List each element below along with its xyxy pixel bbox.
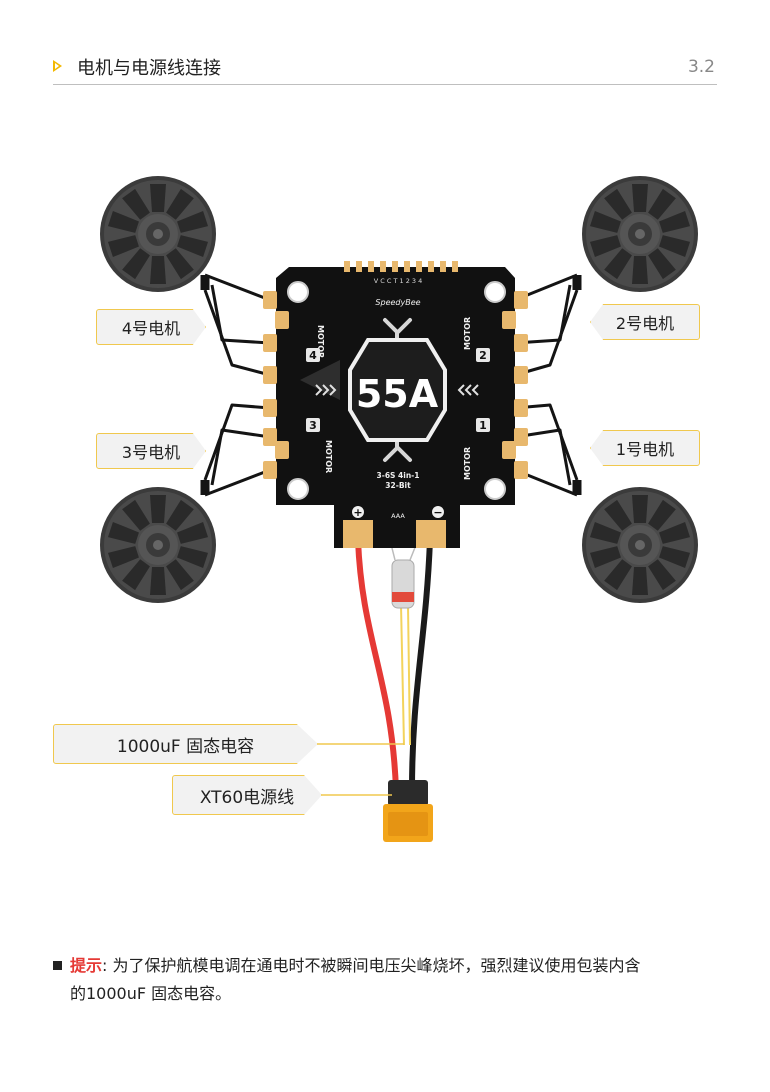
callout-capacitor: 1000uF 固态电容	[53, 724, 318, 764]
motor-1-image	[582, 487, 698, 603]
red-power-wire	[355, 539, 399, 791]
callout-motor-1: 1号电机	[590, 430, 700, 466]
tip-keyword: 提示	[70, 956, 103, 975]
brand-label: SpeedyBee	[375, 298, 420, 307]
spec-line1: 3-6S 4in-1	[376, 471, 419, 480]
esc-board: V C C T 1 2 3 4 55A SpeedyBee 3-6S 4in-1…	[263, 261, 528, 548]
section-number: 3.2	[687, 57, 715, 77]
square-bullet-icon	[53, 961, 62, 970]
plus-sign: +	[353, 506, 362, 519]
motor-3-image	[100, 487, 216, 603]
minus-sign: −	[433, 506, 442, 519]
spec-line2: 32-Bit	[385, 481, 411, 490]
rating-label: 55A	[356, 372, 439, 416]
motor-label-3: MOTOR	[324, 440, 333, 473]
motor-label-1: MOTOR	[463, 447, 472, 480]
tip-text-line1: : 为了保护航模电调在通电时不被瞬间电压尖峰烧坏，强烈建议使用包装内含	[102, 956, 641, 975]
callout-power-cable: XT60电源线	[172, 775, 322, 815]
callout-motor-4: 4号电机	[96, 309, 206, 345]
motor-number-2: 2	[479, 349, 487, 362]
tip-text-line2: 的1000uF 固态电容。	[70, 984, 232, 1003]
motor-label-2: MOTOR	[463, 317, 472, 350]
motor-number-3: 3	[309, 419, 317, 432]
wiring-diagram: V C C T 1 2 3 4 55A SpeedyBee 3-6S 4in-1…	[100, 176, 698, 842]
callout-motor-2: 2号电机	[590, 304, 700, 340]
black-power-wire	[409, 539, 433, 791]
pin-labels: V C C T 1 2 3 4	[374, 277, 423, 285]
callout-motor-3: 3号电机	[96, 433, 206, 469]
motor-4-image	[100, 176, 216, 292]
motor-number-1: 1	[479, 419, 487, 432]
tip-note: 提示: 为了保护航模电调在通电时不被瞬间电压尖峰烧坏，强烈建议使用包装内含 的1…	[53, 952, 723, 1008]
xt60-connector-image	[383, 780, 433, 842]
capacitor-image	[389, 539, 419, 746]
motor-label-4: MOTOR	[316, 325, 325, 358]
pad-label: AAA	[391, 512, 405, 520]
page-header: 电机与电源线连接 3.2	[53, 52, 717, 85]
motor-2-image	[582, 176, 698, 292]
section-title: 电机与电源线连接	[77, 58, 221, 79]
triangle-bullet-icon	[53, 60, 62, 72]
motor-number-4: 4	[309, 349, 317, 362]
